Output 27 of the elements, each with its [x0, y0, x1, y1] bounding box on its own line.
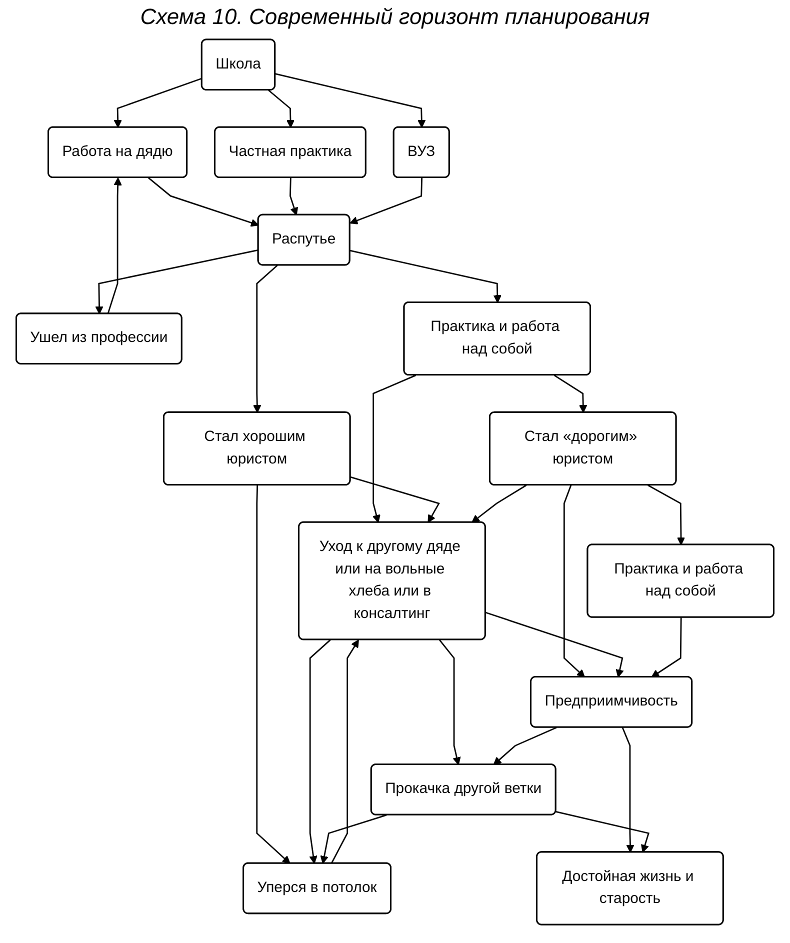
- arrow: [556, 811, 650, 853]
- arrow: [95, 249, 259, 314]
- arrow: [493, 726, 557, 766]
- arrow: [350, 178, 423, 224]
- arrow: [350, 476, 440, 523]
- arrow: [330, 640, 359, 864]
- arrow: [268, 90, 295, 128]
- arrow: [350, 250, 502, 304]
- arrow: [372, 374, 416, 523]
- arrow: [253, 264, 278, 413]
- arrow: [439, 639, 461, 766]
- arrow: [651, 618, 682, 678]
- arrow: [563, 485, 586, 678]
- arrow: [472, 484, 527, 523]
- arrow: [320, 814, 387, 864]
- arrow: [554, 374, 588, 413]
- arrow: [290, 178, 298, 216]
- arrow: [485, 612, 624, 678]
- arrow: [309, 639, 331, 864]
- arrow: [648, 484, 686, 546]
- arrow: [256, 485, 290, 864]
- arrow: [622, 727, 634, 853]
- arrow: [148, 177, 259, 227]
- arrow: [275, 73, 426, 128]
- arrow: [114, 78, 202, 128]
- arrow: [107, 177, 122, 314]
- diagram-title: Схема 10. Современный горизонт планирования: [139, 4, 651, 30]
